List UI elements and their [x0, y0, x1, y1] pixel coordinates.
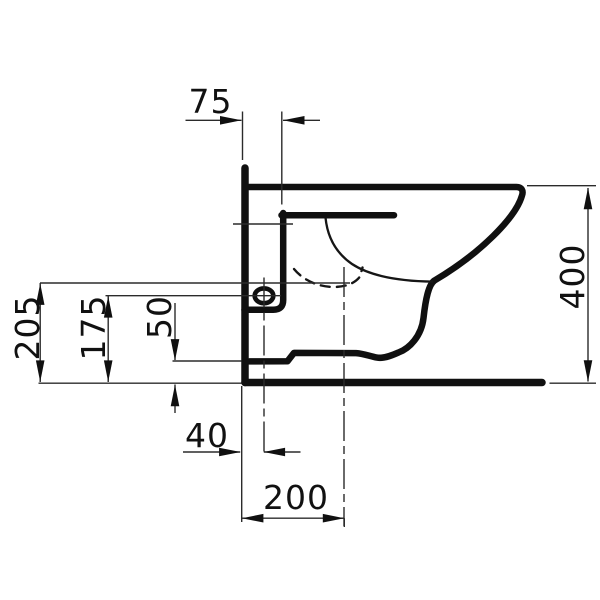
dim-175-arrow-top — [103, 296, 113, 318]
dim-400-arrow-bottom — [583, 360, 593, 382]
dim-75-arrow-right — [220, 116, 242, 125]
dimension-175: 175 — [74, 295, 113, 382]
pan-outer-profile — [245, 183, 526, 365]
mounting-recess-line — [241, 209, 287, 314]
wall-and-floor — [241, 164, 546, 387]
dim-205-arrow-top — [35, 283, 45, 305]
dim-400-arrow-top — [583, 187, 593, 210]
dim-200-arrow-left — [241, 513, 264, 523]
dimension-400: 400 — [553, 187, 593, 382]
dimension-40: 40 — [183, 416, 301, 457]
dimension-label-75: 75 — [189, 82, 233, 121]
dim-200-arrow-right — [322, 513, 345, 523]
dimension-205: 205 — [8, 283, 47, 382]
dim-205-arrow-bottom — [35, 360, 45, 382]
toilet-outline — [241, 183, 526, 365]
dimension-label-205: 205 — [8, 295, 47, 361]
centerlines-and-extension-lines — [38, 111, 596, 526]
dimension-label-175: 175 — [74, 295, 113, 361]
dimension-label-400: 400 — [553, 244, 592, 310]
dim-50-arrow-down — [170, 339, 180, 361]
dimension-200: 200 — [241, 478, 345, 527]
dimension-75: 75 — [185, 82, 320, 125]
dimension-label-40: 40 — [185, 416, 229, 455]
dim-40-arrow-left — [263, 447, 286, 457]
dim-50-arrow-up — [170, 384, 180, 407]
dimension-label-50: 50 — [140, 295, 179, 339]
dim-40-arrow-right — [219, 447, 241, 457]
bowl-inner-curve — [324, 217, 434, 283]
dim-75-arrow-left — [283, 116, 305, 125]
dimension-label-200: 200 — [263, 478, 329, 517]
trap-hidden-line — [292, 266, 364, 289]
dim-175-arrow-bottom — [103, 360, 113, 382]
dimension-50: 50 — [140, 295, 180, 413]
